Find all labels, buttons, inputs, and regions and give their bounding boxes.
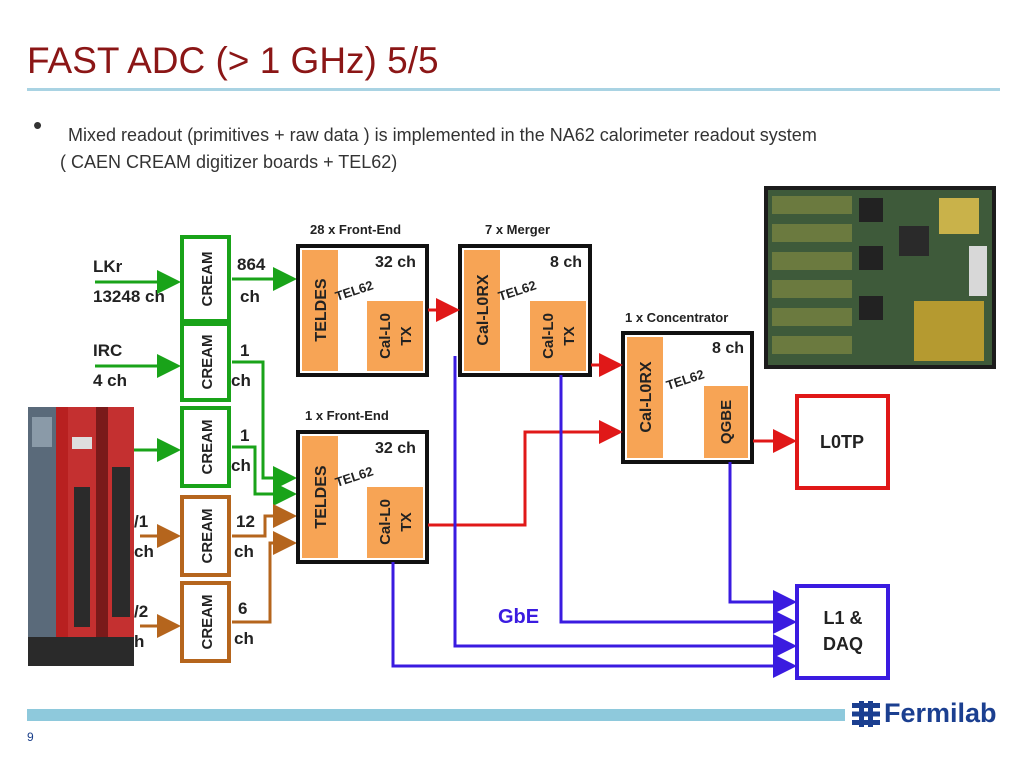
crate-photo [28,407,134,666]
slide-title: FAST ADC (> 1 GHz) 5/5 [27,40,439,81]
concentrator-board: Cal-L0RX 8 ch TEL62 QGBE [621,331,754,464]
readout-block-diagram: LKr 13248 ch IRC 4 ch /1 ch /2 h CREAM C… [93,222,890,680]
bullet-icon: • [33,110,43,140]
arrow-merger-to-daq [559,375,797,634]
cream-box-2-label: CREAM [199,335,216,390]
cream-3-out-unit: ch [231,456,251,475]
cream-box-1: CREAM [180,235,231,323]
cream-5-out-count: 6 [238,599,247,618]
concentrator-heading: 1 x Concentrator [625,310,728,325]
merger-tx-line1: Cal-L0 [540,313,557,359]
cream-box-2: CREAM [180,322,231,402]
fermilab-logo: Fermilab [852,698,997,729]
cream-box-5-label: CREAM [199,595,216,650]
cream-4-out-unit: ch [234,542,254,561]
arrow-concentrator-to-daq [728,462,797,614]
cream-box-1-label: CREAM [199,252,216,307]
arrow-cream2-to-fe-bottom [232,360,297,490]
fe-top-heading: 28 x Front-End [310,222,401,237]
title-divider [27,88,1000,91]
page-number: 9 [27,730,34,744]
arrow-cream3-to-fe-bottom [232,445,297,506]
concentrator-qgbe: QGBE [718,400,735,444]
cream-2-out-count: 1 [240,341,249,360]
fe-bottom-tx-line2: TX [398,512,415,531]
gbe-label: GbE [498,606,539,628]
l0tp-label: L0TP [820,432,864,452]
merger-heading: 7 x Merger [485,222,550,237]
irc-label: IRC [93,341,122,360]
cream-box-4-label: CREAM [199,509,216,564]
cream-4-out-count: 12 [236,512,255,531]
l1-daq-label-line2: DAQ [823,634,863,654]
fermilab-logo-icon [852,700,880,727]
arrow-fe-bottom-to-concentrator [428,420,623,527]
cream-1-out-count: 864 [237,255,266,274]
cream-5-out-unit: ch [234,629,254,648]
arrow-fe-bottom-to-daq [391,562,797,678]
input5-ch: h [134,632,144,651]
cream-2-out-unit: ch [231,371,251,390]
fermilab-logo-text: Fermilab [884,698,997,728]
fe-top-board: TELDES 32 ch TEL62 Cal-L0 TX [296,244,429,377]
concentrator-channels: 8 ch [712,340,744,357]
fe-top-teldes: TELDES [313,278,330,341]
cream-1-out-unit: ch [240,287,260,306]
cream-box-3-label: CREAM [199,420,216,475]
arrow-cream4-to-fe-bottom [232,504,297,538]
bullet-text-line-2: ( CAEN CREAM digitizer boards + TEL62) [60,152,398,172]
fe-bottom-heading: 1 x Front-End [305,408,389,423]
fe-bottom-board: TELDES 32 ch TEL62 Cal-L0 TX [296,430,429,564]
arrow-cream5-to-fe-bottom [232,531,297,624]
fe-top-tx-line1: Cal-L0 [377,313,394,359]
cream-box-3: CREAM [180,406,231,488]
bullet-text-line-1: Mixed readout (primitives + raw data ) i… [68,125,817,145]
l0tp-box: L0TP [795,394,890,490]
merger-channels: 8 ch [550,254,582,271]
fe-top-tx-line2: TX [398,326,415,345]
concentrator-l0rx: Cal-L0RX [638,361,655,432]
fe-bottom-teldes: TELDES [313,465,330,528]
l1-daq-label-line1: L1 & [823,608,862,628]
l1-daq-box: L1 & DAQ [795,584,890,680]
input4-tail: /1 [134,512,148,531]
lkr-label: LKr [93,257,123,276]
cream-3-out-count: 1 [240,426,249,445]
lkr-count: 13248 ch [93,287,165,306]
fe-top-channels: 32 ch [375,254,416,271]
input5-tail: /2 [134,602,148,621]
cream-box-4: CREAM [180,495,231,577]
irc-count: 4 ch [93,371,127,390]
footer-bar [27,709,845,721]
arrow-fe-top-to-daq [453,356,797,658]
fe-bottom-tx-line1: Cal-L0 [377,499,394,545]
merger-board: Cal-L0RX 8 ch TEL62 Cal-L0 TX [458,244,592,377]
input4-ch: ch [134,542,154,561]
tel62-board-photo [764,186,996,369]
cream-box-5: CREAM [180,581,231,663]
fe-bottom-channels: 32 ch [375,440,416,457]
merger-l0rx: Cal-L0RX [475,274,492,345]
merger-tx-line2: TX [561,326,578,345]
